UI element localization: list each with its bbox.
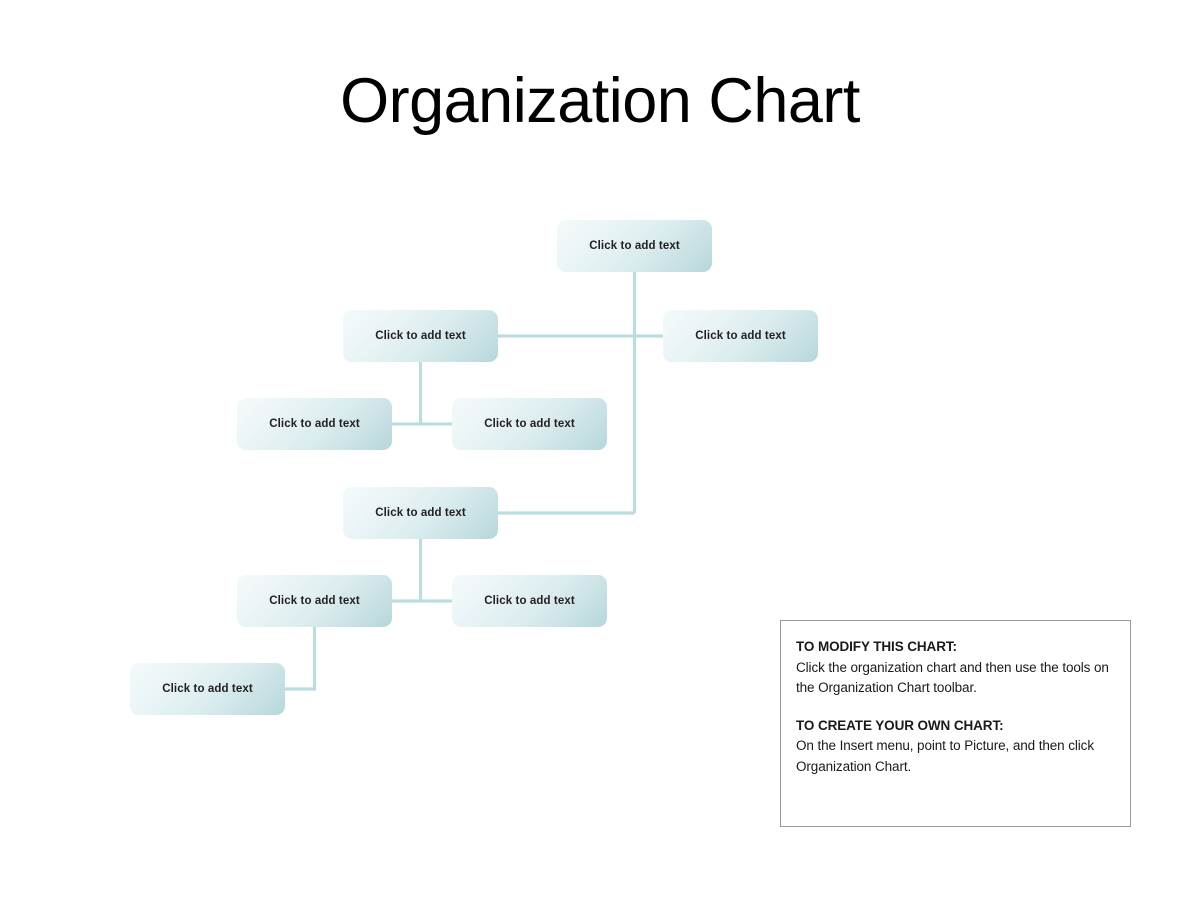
org-node-level3-left-a[interactable]: Click to add text bbox=[237, 398, 392, 450]
org-node-label: Click to add text bbox=[484, 595, 575, 607]
instructions-note: TO MODIFY THIS CHART: Click the organiza… bbox=[780, 620, 1131, 827]
org-node-label: Click to add text bbox=[269, 595, 360, 607]
org-node-label: Click to add text bbox=[695, 330, 786, 342]
note-create-heading: TO CREATE YOUR OWN CHART: bbox=[796, 717, 1004, 733]
org-node-label: Click to add text bbox=[162, 683, 253, 695]
org-node-label: Click to add text bbox=[375, 330, 466, 342]
org-node-level2-left[interactable]: Click to add text bbox=[343, 310, 498, 362]
org-node-label: Click to add text bbox=[375, 507, 466, 519]
org-node-label: Click to add text bbox=[484, 418, 575, 430]
note-modify-body: Click the organization chart and then us… bbox=[796, 659, 1109, 696]
note-create-body: On the Insert menu, point to Picture, an… bbox=[796, 738, 1094, 774]
page-title: Organization Chart bbox=[340, 66, 860, 136]
org-node-level4[interactable]: Click to add text bbox=[130, 663, 285, 715]
connector-n7-to-n9 bbox=[285, 627, 317, 691]
org-node-level3-middle-b[interactable]: Click to add text bbox=[452, 575, 607, 627]
org-node-level3-left-b[interactable]: Click to add text bbox=[452, 398, 607, 450]
org-node-label: Click to add text bbox=[589, 240, 680, 252]
org-node-level3-middle-a[interactable]: Click to add text bbox=[237, 575, 392, 627]
note-spacer bbox=[796, 699, 1116, 716]
org-node-level2-middle[interactable]: Click to add text bbox=[343, 487, 498, 539]
org-node-root[interactable]: Click to add text bbox=[557, 220, 712, 272]
org-node-label: Click to add text bbox=[269, 418, 360, 430]
org-node-level2-right[interactable]: Click to add text bbox=[663, 310, 818, 362]
note-modify-heading: TO MODIFY THIS CHART: bbox=[796, 639, 957, 654]
